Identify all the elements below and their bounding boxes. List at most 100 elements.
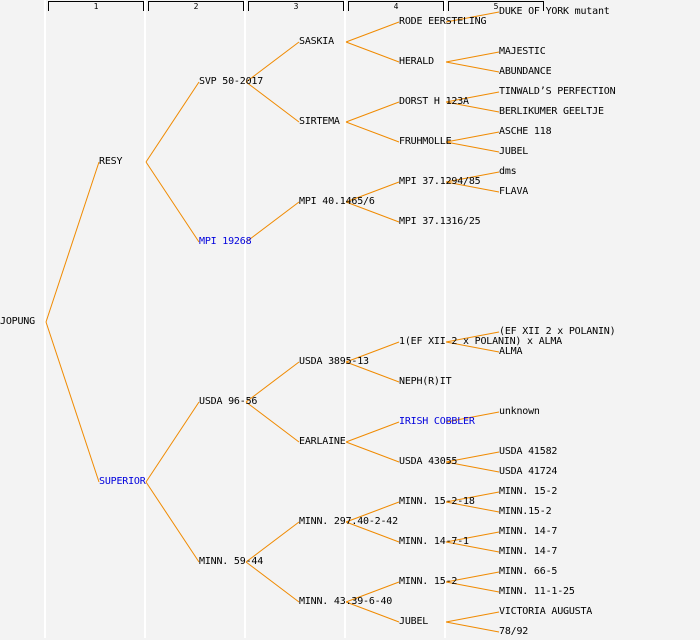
- pedigree-node-gen5: MINN. 11-1-25: [499, 586, 575, 597]
- pedigree-node-gen5: MINN. 66-5: [499, 566, 558, 577]
- connector-line: [345, 581, 400, 603]
- column-separator: [144, 0, 146, 638]
- pedigree-node-gen4: MPI 37.1294/85: [399, 176, 481, 187]
- pedigree-node-gen5: MINN. 14-7: [499, 546, 558, 557]
- pedigree-node-gen4: DORST H 123A: [399, 96, 469, 107]
- pedigree-node-gen4: JUBEL: [399, 616, 429, 627]
- pedigree-node-gen4: NEPH(R)IT: [399, 376, 452, 387]
- connector-line: [445, 11, 500, 23]
- pedigree-node-gen3: SIRTEMA: [299, 116, 340, 127]
- connector-line: [445, 181, 500, 193]
- connector-line: [345, 521, 400, 543]
- generation-header-4: 4: [348, 1, 444, 11]
- connector-line: [345, 601, 400, 623]
- connector-line: [245, 401, 300, 443]
- connector-line: [445, 331, 500, 343]
- pedigree-node-gen2: MINN. 59-44: [199, 556, 264, 567]
- pedigree-node-gen3: MINN. 297.40-2-42: [299, 516, 398, 527]
- generation-header-1: 1: [48, 1, 144, 11]
- connector-line: [145, 161, 200, 243]
- connector-line: [445, 61, 500, 73]
- pedigree-node-gen5: USDA 41582: [499, 446, 558, 457]
- connector-line: [345, 501, 400, 523]
- pedigree-node-gen3: EARLAINE: [299, 436, 346, 447]
- pedigree-node-gen4: MINN. 15-2: [399, 576, 458, 587]
- pedigree-node-gen3: MPI 40.1465/6: [299, 196, 375, 207]
- pedigree-node-gen4[interactable]: IRISH COBBLER: [399, 416, 475, 427]
- connector-line: [345, 181, 400, 203]
- connector-line: [445, 451, 500, 463]
- pedigree-node-gen1: RESY: [99, 156, 123, 167]
- pedigree-node-gen5: (EF XII 2 x POLANIN): [499, 326, 616, 337]
- pedigree-node-gen5: MAJESTIC: [499, 46, 546, 57]
- pedigree-node-gen5: DUKE OF YORK mutant: [499, 6, 610, 17]
- connector-line: [445, 51, 500, 63]
- connector-line: [445, 581, 500, 593]
- pedigree-node-gen5: 78/92: [499, 626, 529, 637]
- generation-header-3: 3: [248, 1, 344, 11]
- pedigree-node-gen2: USDA 96-56: [199, 396, 258, 407]
- pedigree-node-gen2: SVP 50-2017: [199, 76, 264, 87]
- connector-line: [445, 531, 500, 543]
- column-separator: [344, 0, 346, 638]
- connector-line: [445, 491, 500, 503]
- connector-line: [445, 171, 500, 183]
- connector-line: [445, 571, 500, 583]
- connector-line: [145, 81, 200, 163]
- column-separator: [444, 0, 446, 638]
- connector-line: [245, 41, 300, 83]
- connector-line: [345, 41, 400, 63]
- connector-line: [445, 621, 500, 633]
- pedigree-node-gen5: JUBEL: [499, 146, 529, 157]
- pedigree-node-gen4: USDA 43055: [399, 456, 458, 467]
- pedigree-node-gen4: MINN. 15-2-18: [399, 496, 475, 507]
- connector-line: [445, 141, 500, 153]
- pedigree-root: JOPUNG: [0, 316, 35, 327]
- connector-line: [45, 321, 100, 483]
- connector-line: [345, 361, 400, 383]
- pedigree-node-gen5: MINN. 15-2: [499, 486, 558, 497]
- connector-line: [345, 21, 400, 43]
- pedigree-node-gen3: MINN. 43.39-6-40: [299, 596, 393, 607]
- connector-line: [45, 161, 100, 323]
- pedigree-node-gen4: MINN. 14-7-1: [399, 536, 469, 547]
- connector-line: [245, 361, 300, 403]
- connector-line: [445, 101, 500, 113]
- connector-line: [445, 341, 500, 353]
- pedigree-node-gen5: VICTORIA AUGUSTA: [499, 606, 593, 617]
- pedigree-node-gen5: USDA 41724: [499, 466, 558, 477]
- pedigree-node-gen5: FLAVA: [499, 186, 529, 197]
- generation-header-2: 2: [148, 1, 244, 11]
- pedigree-node-gen4: MPI 37.1316/25: [399, 216, 481, 227]
- connector-line: [245, 201, 300, 243]
- pedigree-node-gen5: ALMA: [499, 346, 523, 357]
- connector-line: [245, 521, 300, 563]
- connector-line: [445, 411, 500, 423]
- connector-line: [445, 611, 500, 623]
- pedigree-node-gen2[interactable]: MPI 19268: [199, 236, 252, 247]
- pedigree-node-gen5: ASCHE 118: [499, 126, 552, 137]
- connector-line: [445, 91, 500, 103]
- connector-line: [245, 81, 300, 123]
- pedigree-node-gen5: MINN. 14-7: [499, 526, 558, 537]
- pedigree-node-gen5: BERLIKUMER GEELTJE: [499, 106, 604, 117]
- generation-header-5: 5: [448, 1, 544, 11]
- connector-line: [145, 401, 200, 483]
- pedigree-node-gen1[interactable]: SUPERIOR: [99, 476, 146, 487]
- connector-line: [345, 421, 400, 443]
- pedigree-node-gen5: ABUNDANCE: [499, 66, 552, 77]
- pedigree-node-gen5: MINN.15-2: [499, 506, 552, 517]
- connector-line: [145, 481, 200, 563]
- connector-line: [445, 501, 500, 513]
- pedigree-node-gen3: SASKIA: [299, 36, 334, 47]
- pedigree-node-gen5: dms: [499, 166, 517, 177]
- connector-line: [445, 541, 500, 553]
- connector-line: [245, 561, 300, 603]
- connector-line: [345, 101, 400, 123]
- connector-line: [445, 131, 500, 143]
- pedigree-node-gen4: FRUHMOLLE: [399, 136, 452, 147]
- column-separator: [244, 0, 246, 638]
- pedigree-node-gen5: unknown: [499, 406, 540, 417]
